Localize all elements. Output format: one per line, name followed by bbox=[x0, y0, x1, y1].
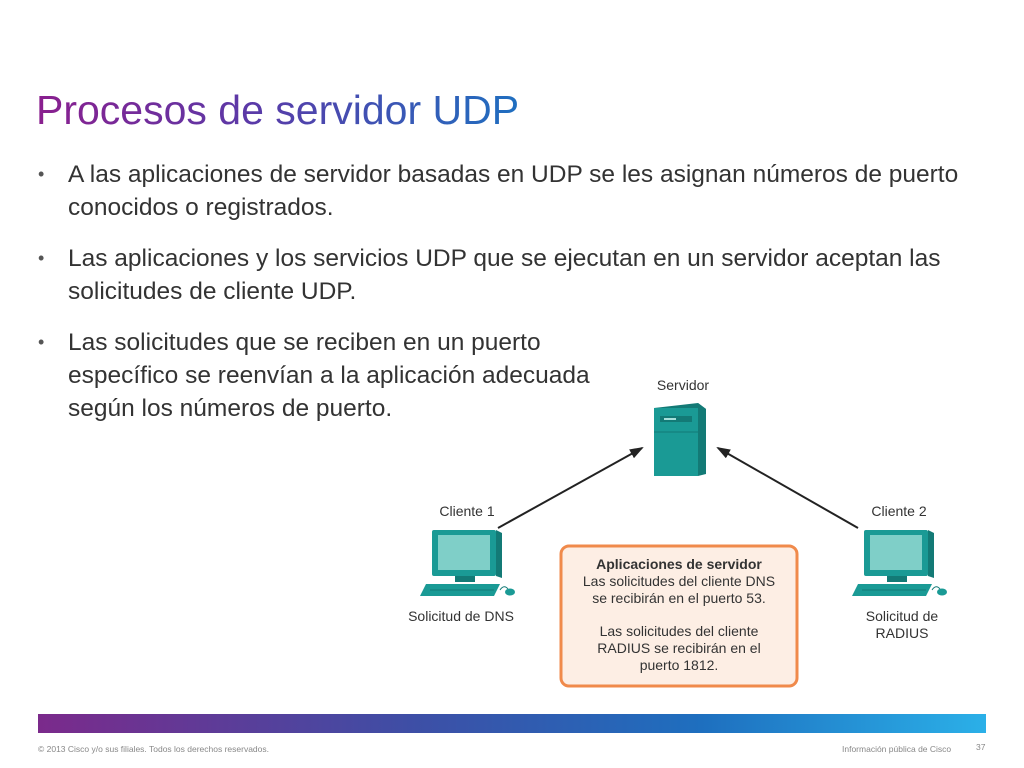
client2-caption-line2: RADIUS bbox=[876, 625, 929, 641]
footer-gradient-bar bbox=[38, 714, 986, 733]
server-applications-box: Aplicaciones de servidor Las solicitudes… bbox=[559, 544, 799, 688]
classification-text: Información pública de Cisco bbox=[842, 744, 952, 754]
bullet-list: • A las aplicaciones de servidor basadas … bbox=[38, 158, 988, 443]
bullet-dot-icon: • bbox=[38, 164, 45, 184]
page-number: 37 bbox=[976, 742, 986, 752]
box-para2-line2: RADIUS se recibirán en el bbox=[597, 640, 760, 656]
box-para2-line1: Las solicitudes del cliente bbox=[600, 623, 759, 639]
client2-caption-line1: Solicitud de bbox=[866, 608, 939, 624]
bullet-text: Las solicitudes que se reciben en un pue… bbox=[68, 329, 590, 422]
client2-label: Cliente 2 bbox=[871, 503, 926, 519]
bullet-text: A las aplicaciones de servidor basadas e… bbox=[68, 161, 959, 221]
client1-label: Cliente 1 bbox=[439, 503, 494, 519]
copyright-text: © 2013 Cisco y/o sus filiales. Todos los… bbox=[38, 744, 269, 754]
arrow-client1-to-server bbox=[497, 447, 644, 529]
box-para1-line1: Las solicitudes del cliente DNS bbox=[583, 573, 775, 589]
box-para2-line3: puerto 1812. bbox=[640, 657, 719, 673]
bullet-dot-icon: • bbox=[38, 332, 45, 352]
bullet-dot-icon: • bbox=[38, 248, 45, 268]
client1-computer-icon bbox=[420, 530, 515, 596]
slide-title: Procesos de servidor UDP bbox=[36, 87, 520, 133]
bullet-item: • Las aplicaciones y los servicios UDP qu… bbox=[38, 242, 988, 308]
arrow-client2-to-server bbox=[716, 447, 859, 529]
server-label: Servidor bbox=[657, 377, 709, 393]
box-para1-line2: se recibirán en el puerto 53. bbox=[592, 590, 766, 606]
client2-computer-icon bbox=[852, 530, 947, 596]
server-icon bbox=[654, 403, 706, 476]
bullet-text: Las aplicaciones y los servicios UDP que… bbox=[68, 245, 941, 305]
bullet-item: • A las aplicaciones de servidor basadas … bbox=[38, 158, 988, 224]
client1-caption: Solicitud de DNS bbox=[408, 608, 514, 624]
box-heading: Aplicaciones de servidor bbox=[596, 556, 762, 572]
bullet-item: • Las solicitudes que se reciben en un pu… bbox=[38, 326, 628, 425]
